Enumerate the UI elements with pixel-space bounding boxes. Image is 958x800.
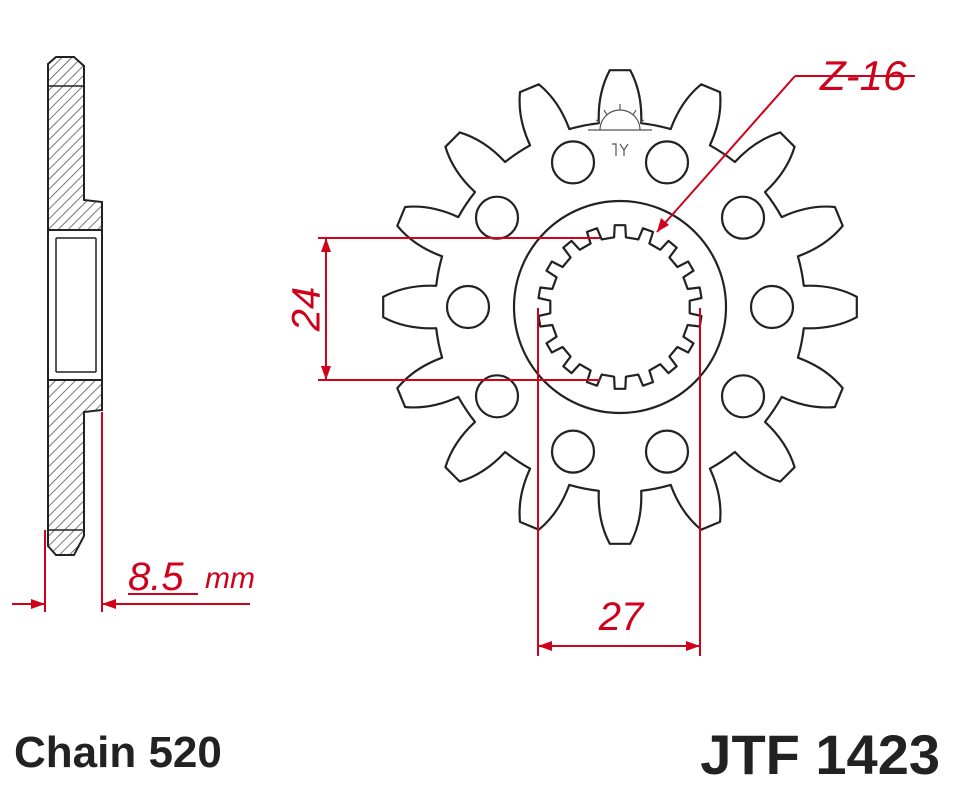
side-view-lower-section xyxy=(47,379,103,556)
side-view-bore xyxy=(47,229,103,381)
spline-width-dimension: 27 xyxy=(537,308,701,656)
bolt-hole xyxy=(550,429,596,474)
teeth-count-callout: Z-16 xyxy=(656,52,915,233)
teeth-count-label: Z-16 xyxy=(819,52,907,99)
bolt-hole xyxy=(644,429,690,474)
front-view xyxy=(382,69,858,545)
thickness-unit-label: mm xyxy=(205,562,255,595)
part-number-caption: JTF 1423 xyxy=(700,723,940,786)
spline-height-label: 24 xyxy=(285,287,329,333)
bolt-holes xyxy=(445,140,795,474)
sunrise-logo-icon xyxy=(588,104,652,156)
side-view xyxy=(47,56,103,556)
spline-height-dimension: 24 xyxy=(285,237,600,381)
spline-bore xyxy=(537,224,703,390)
bolt-hole xyxy=(720,195,766,240)
bolt-hole xyxy=(720,374,766,419)
bolt-hole xyxy=(749,284,795,330)
sprocket-outline xyxy=(382,69,858,545)
hub-circle xyxy=(512,199,728,415)
spline-width-label: 27 xyxy=(598,595,645,639)
thickness-value-label: 8.5 xyxy=(128,555,184,599)
bolt-hole xyxy=(550,140,596,185)
chain-size-caption: Chain 520 xyxy=(14,728,222,777)
bolt-hole xyxy=(474,374,520,419)
thickness-dimension: 8.5 mm xyxy=(12,412,255,612)
bolt-hole xyxy=(644,140,690,185)
bolt-hole xyxy=(474,195,520,240)
side-view-upper-section xyxy=(47,56,103,231)
bolt-hole xyxy=(445,284,491,330)
